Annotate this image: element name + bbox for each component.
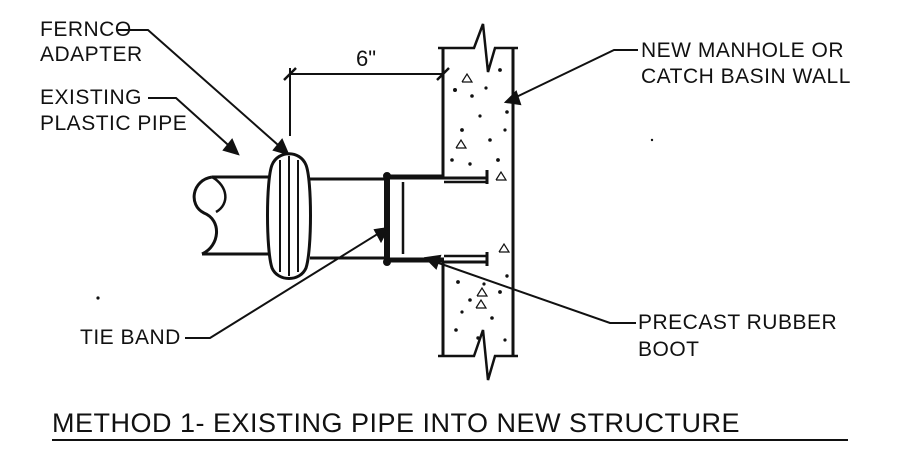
manhole-wall (438, 23, 518, 381)
scan-dot (96, 296, 100, 300)
label-rubber-boot-line1: PRECAST RUBBER (638, 311, 837, 334)
leader-lines (118, 29, 638, 339)
concrete-hatch (450, 68, 511, 342)
label-existing-pipe-line1: EXISTING (40, 86, 142, 109)
existing-plastic-pipe (192, 175, 270, 256)
connecting-pipe (310, 177, 385, 260)
wall-break-bottom (438, 329, 518, 381)
scan-dot (650, 138, 654, 142)
label-manhole-wall-line1: NEW MANHOLE OR (641, 39, 844, 62)
label-manhole-wall-line2: CATCH BASIN WALL (641, 65, 851, 88)
dimension-value: 6" (356, 46, 376, 71)
label-existing-pipe-line2: PLASTIC PIPE (40, 112, 187, 135)
label-fernco-adapter-line2: ADAPTER (40, 43, 143, 66)
dimension-line (283, 67, 450, 136)
label-tie-band: TIE BAND (80, 326, 181, 349)
diagram-title: METHOD 1- EXISTING PIPE INTO NEW STRUCTU… (52, 408, 740, 438)
wall-break-top (438, 23, 518, 73)
label-rubber-boot-line2: BOOT (638, 338, 700, 361)
fernco-adapter (266, 152, 312, 280)
rubber-boot (383, 170, 489, 266)
label-fernco-adapter-line1: FERNCO (40, 18, 132, 41)
